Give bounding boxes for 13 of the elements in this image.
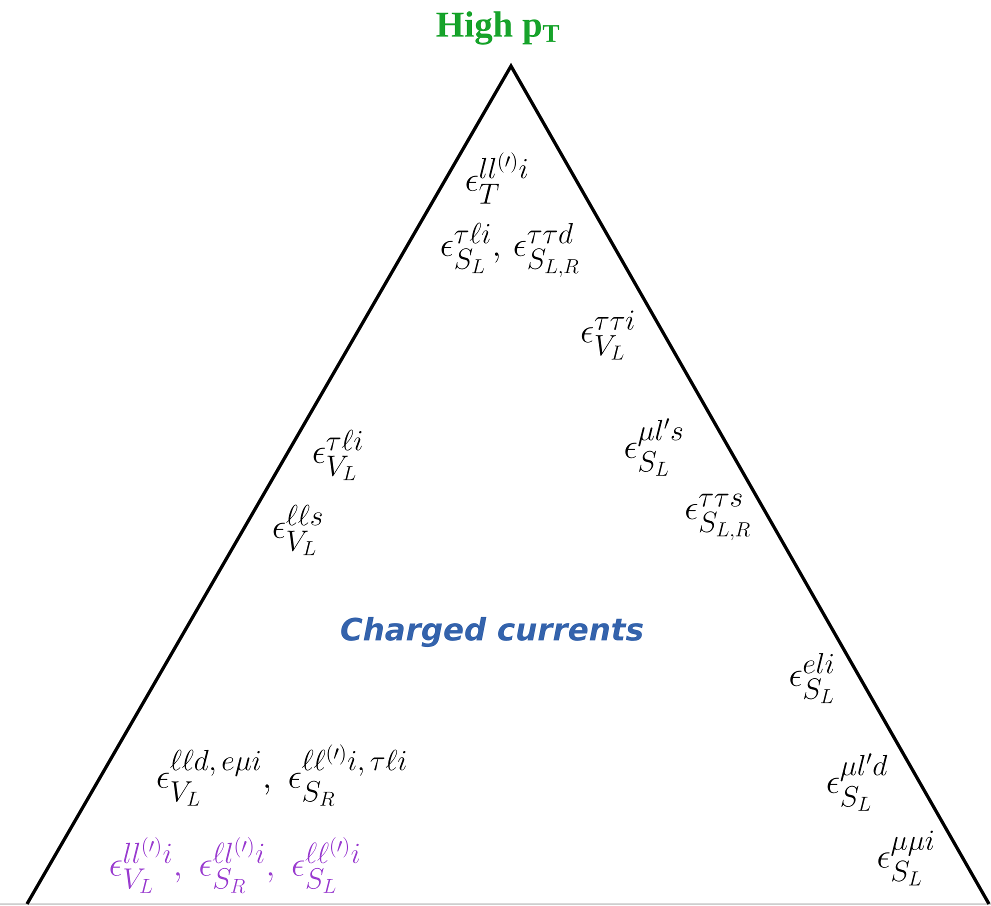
coupling-label: $\epsilon_{S_L}^{\mu l' s}$ [625,418,682,476]
coupling-label: $\epsilon_{V_L}^{\ell\ell s}$ [274,504,322,556]
coupling-label: $\epsilon_{V_L}^{ll^{(\prime)}i},\ \epsilon_{S_R}^{\ell l^{(\prime)}i},\ \epsilon_{S_L}^{\ell\ell^{(\prime)}i}$ [110,837,359,894]
coupling-label: $\epsilon_{T}^{ll^{(\prime)}i}$ [466,152,527,204]
coupling-label: $\epsilon_{S_L}^{\tau\ell i},\, \epsilon_{S_{L,R}}^{\tau\tau d}$ [442,222,578,277]
coupling-label: $\epsilon_{V_L}^{\tau\ell i}$ [314,430,362,480]
coupling-label: $\epsilon_{V_L}^{\ell\ell d,\, e\mu i},\ \epsilon_{S_R}^{\ell\ell^{(\prime)}i,\, \tau\ell i}$ [158,744,406,806]
title: High p$_{T}$ [436,11,560,45]
coupling-label: $\epsilon_{S_L}^{e l i}$ [790,652,834,704]
coupling-label: $\epsilon_{S_L}^{\mu l' d}$ [828,753,888,811]
coupling-label: $\epsilon_{S_L}^{\mu\mu i}$ [878,830,934,886]
coupling-label: $\epsilon_{V_L}^{\tau\tau i}$ [582,310,634,360]
coupling-label: $\epsilon_{S_{L,R}}^{\tau\tau s}$ [686,494,750,540]
